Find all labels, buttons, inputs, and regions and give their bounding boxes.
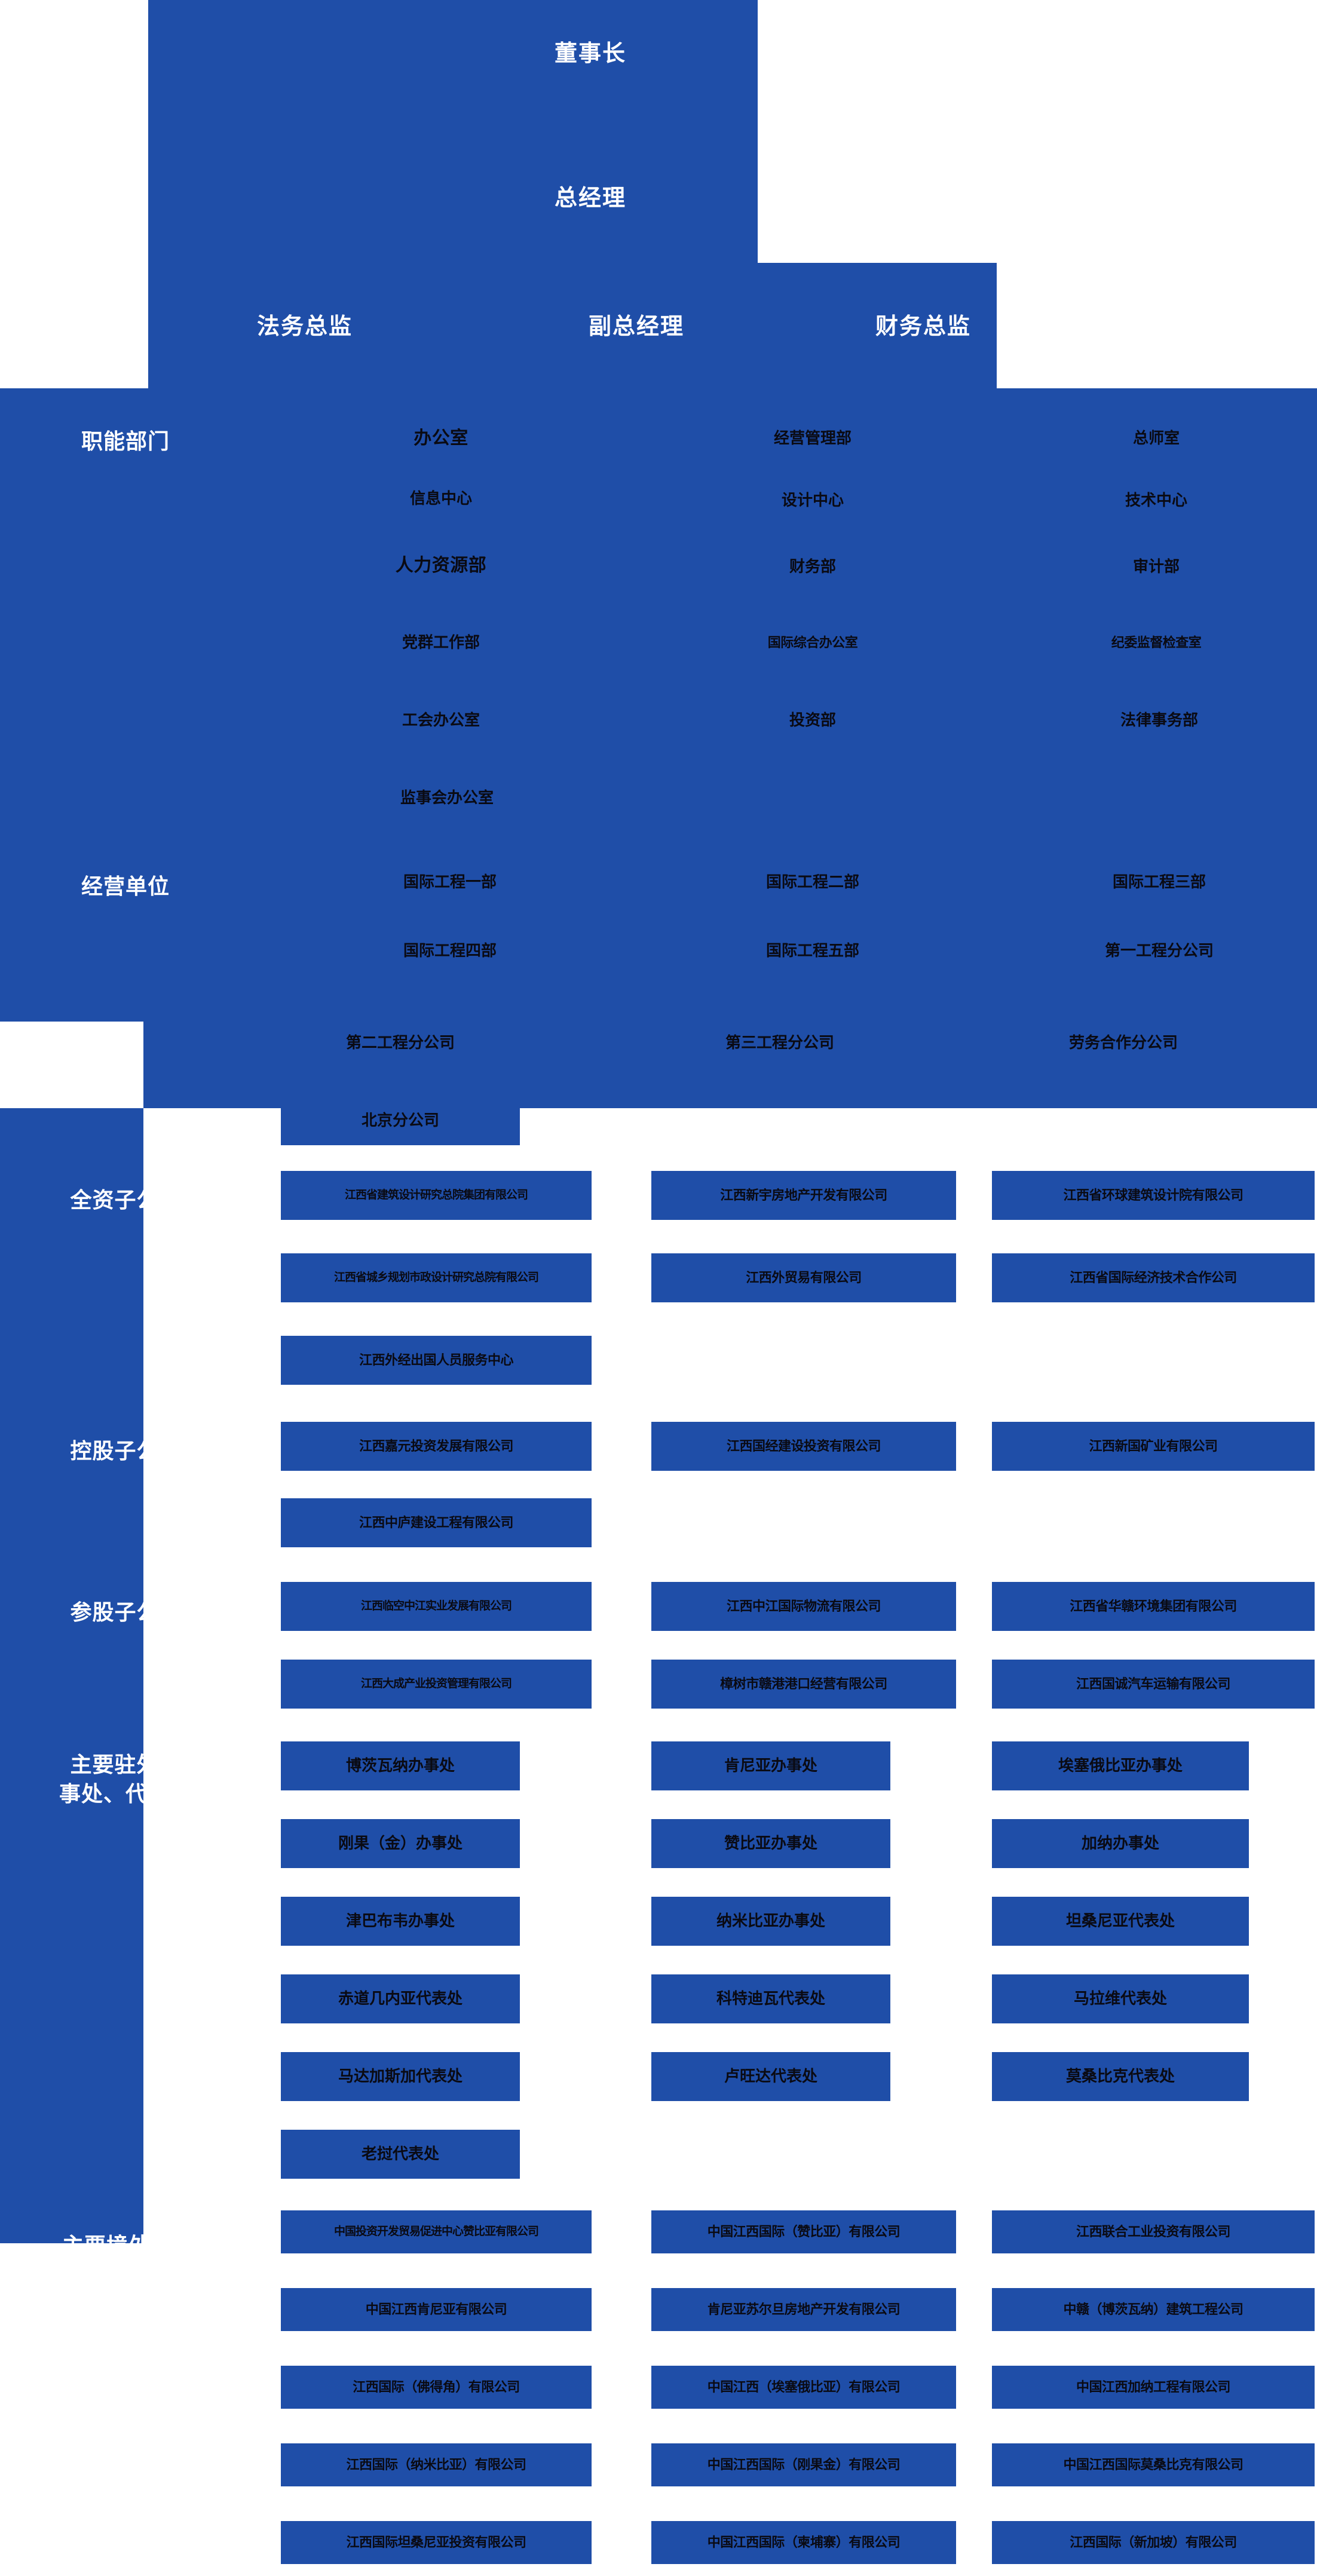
node-overseas-c2-r4[interactable]: 中国江西国际（刚果金）有限公司 [651, 2443, 956, 2486]
plate-main [0, 388, 1317, 1022]
node-business-c1-r1[interactable]: 国际工程一部 [363, 869, 537, 896]
node-office-c1-r2[interactable]: 刚果（金）办事处 [281, 1819, 520, 1868]
node-business-c3-r2[interactable]: 第一工程分公司 [1070, 938, 1249, 964]
node-overseas-c1-r1[interactable]: 中国投资开发贸易促进中心赞比亚有限公司 [281, 2210, 592, 2253]
node-functional-c3-r1[interactable]: 总师室 [1070, 425, 1243, 452]
category-label-overseas-enterprises: 主要境外企业 [62, 2233, 195, 2258]
exec-general-manager: 总经理 [554, 186, 626, 211]
node-overseas-c2-r5[interactable]: 中国江西国际（柬埔寨）有限公司 [651, 2521, 956, 2564]
node-functional-c3-r3[interactable]: 审计部 [1070, 554, 1243, 579]
node-overseas-c3-r4[interactable]: 中国江西国际莫桑比克有限公司 [992, 2443, 1315, 2486]
node-office-c2-r2[interactable]: 赞比亚办事处 [651, 1819, 890, 1868]
node-overseas-c3-r2[interactable]: 中赣（博茨瓦纳）建筑工程公司 [992, 2288, 1315, 2331]
node-office-c1-r3[interactable]: 津巴布韦办事处 [281, 1897, 520, 1946]
category-label-controlled: 控股子公司 [70, 1439, 181, 1463]
exec-chairman: 董事长 [554, 41, 626, 66]
node-affiliated-c1-r2[interactable]: 江西大成产业投资管理有限公司 [281, 1660, 592, 1709]
category-label-functional-departments: 职能部门 [81, 429, 170, 453]
node-functional-c2-r4[interactable]: 国际综合办公室 [714, 630, 911, 655]
category-label-business-units: 经营单位 [81, 874, 170, 898]
exec-legal-director: 法务总监 [256, 314, 353, 339]
node-affiliated-c2-r1[interactable]: 江西中江国际物流有限公司 [651, 1582, 956, 1631]
node-overseas-c3-r3[interactable]: 中国江西加纳工程有限公司 [992, 2366, 1315, 2409]
plate-gm [148, 263, 997, 388]
node-overseas-c1-r2[interactable]: 中国江西肯尼亚有限公司 [281, 2288, 592, 2331]
node-office-c1-r1[interactable]: 博茨瓦纳办事处 [281, 1741, 520, 1790]
node-functional-c3-r4[interactable]: 纪委监督检查室 [1058, 630, 1255, 655]
node-office-c2-r5[interactable]: 卢旺达代表处 [651, 2052, 890, 2101]
node-office-c3-r2[interactable]: 加纳办事处 [992, 1819, 1249, 1868]
node-overseas-c3-r5[interactable]: 江西国际（新加坡）有限公司 [992, 2521, 1315, 2564]
node-wholly-c1-r3[interactable]: 江西外经出国人员服务中心 [281, 1336, 592, 1385]
node-business-c2-r2[interactable]: 国际工程五部 [726, 938, 899, 964]
node-office-c2-r3[interactable]: 纳米比亚办事处 [651, 1897, 890, 1946]
node-business-c3-r3[interactable]: 劳务合作分公司 [992, 1019, 1255, 1068]
node-functional-c3-r2[interactable]: 技术中心 [1070, 489, 1243, 513]
exec-finance-director: 财务总监 [875, 314, 971, 339]
node-overseas-c1-r5[interactable]: 江西国际坦桑尼亚投资有限公司 [281, 2521, 592, 2564]
node-business-c1-r3[interactable]: 第二工程分公司 [281, 1019, 520, 1068]
node-overseas-c1-r3[interactable]: 江西国际（佛得角）有限公司 [281, 2366, 592, 2409]
node-business-c2-r3[interactable]: 第三工程分公司 [654, 1019, 905, 1068]
node-wholly-c3-r1[interactable]: 江西省环球建筑设计院有限公司 [992, 1171, 1315, 1220]
node-office-c3-r3[interactable]: 坦桑尼亚代表处 [992, 1897, 1249, 1946]
category-label-overseas-offices: 主要驻外办 事处、代表处 [59, 1752, 192, 1806]
node-office-c1-r6[interactable]: 老挝代表处 [281, 2130, 520, 2179]
node-overseas-c2-r2[interactable]: 肯尼亚苏尔旦房地产开发有限公司 [651, 2288, 956, 2331]
node-controlled-c3-r1[interactable]: 江西新国矿业有限公司 [992, 1422, 1315, 1471]
node-functional-c1-r1[interactable]: 办公室 [363, 425, 519, 452]
category-label-wholly-owned: 全资子公司 [70, 1188, 181, 1212]
node-functional-c1-r4[interactable]: 党群工作部 [363, 630, 519, 655]
plate-chairman [148, 0, 758, 263]
node-functional-c2-r1[interactable]: 经营管理部 [726, 425, 899, 452]
node-office-c1-r4[interactable]: 赤道几内亚代表处 [281, 1974, 520, 2023]
node-wholly-c2-r2[interactable]: 江西外贸易有限公司 [651, 1253, 956, 1302]
node-controlled-c1-r1[interactable]: 江西嘉元投资发展有限公司 [281, 1422, 592, 1471]
node-functional-c1-r5[interactable]: 工会办公室 [363, 708, 519, 733]
node-wholly-c2-r1[interactable]: 江西新宇房地产开发有限公司 [651, 1171, 956, 1220]
node-functional-c2-r3[interactable]: 财务部 [726, 554, 899, 579]
exec-deputy-gm: 副总经理 [588, 314, 684, 339]
node-office-c3-r4[interactable]: 马拉维代表处 [992, 1974, 1249, 2023]
node-affiliated-c3-r1[interactable]: 江西省华赣环境集团有限公司 [992, 1582, 1315, 1631]
node-business-c1-r4[interactable]: 北京分公司 [281, 1096, 520, 1145]
node-overseas-c3-r1[interactable]: 江西联合工业投资有限公司 [992, 2210, 1315, 2253]
node-office-c2-r1[interactable]: 肯尼亚办事处 [651, 1741, 890, 1790]
node-business-c2-r1[interactable]: 国际工程二部 [726, 869, 899, 896]
node-functional-c3-r5[interactable]: 法律事务部 [1070, 708, 1249, 733]
node-functional-c1-r6[interactable]: 监事会办公室 [363, 786, 531, 811]
node-affiliated-c1-r1[interactable]: 江西临空中江实业发展有限公司 [281, 1582, 592, 1631]
node-wholly-c1-r1[interactable]: 江西省建筑设计研究总院集团有限公司 [281, 1171, 592, 1220]
plate-left-rail [0, 1108, 143, 2243]
node-functional-c1-r3[interactable]: 人力资源部 [363, 553, 519, 579]
node-overseas-c2-r1[interactable]: 中国江西国际（赞比亚）有限公司 [651, 2210, 956, 2253]
node-functional-c1-r2[interactable]: 信息中心 [363, 487, 519, 511]
node-office-c2-r4[interactable]: 科特迪瓦代表处 [651, 1974, 890, 2023]
category-label-affiliated: 参股子公司 [70, 1600, 181, 1624]
node-wholly-c3-r2[interactable]: 江西省国际经济技术合作公司 [992, 1253, 1315, 1302]
node-controlled-c1-r2[interactable]: 江西中庐建设工程有限公司 [281, 1498, 592, 1547]
node-overseas-c2-r3[interactable]: 中国江西（埃塞俄比亚）有限公司 [651, 2366, 956, 2409]
node-controlled-c2-r1[interactable]: 江西国经建设投资有限公司 [651, 1422, 956, 1471]
node-office-c3-r5[interactable]: 莫桑比克代表处 [992, 2052, 1249, 2101]
node-affiliated-c3-r2[interactable]: 江西国诚汽车运输有限公司 [992, 1660, 1315, 1709]
node-affiliated-c2-r2[interactable]: 樟树市赣港港口经营有限公司 [651, 1660, 956, 1709]
node-business-c1-r2[interactable]: 国际工程四部 [363, 938, 537, 964]
node-office-c1-r5[interactable]: 马达加斯加代表处 [281, 2052, 520, 2101]
node-overseas-c1-r4[interactable]: 江西国际（纳米比亚）有限公司 [281, 2443, 592, 2486]
node-wholly-c1-r2[interactable]: 江西省城乡规划市政设计研究总院有限公司 [281, 1253, 592, 1302]
node-functional-c2-r5[interactable]: 投资部 [726, 708, 899, 733]
node-business-c3-r1[interactable]: 国际工程三部 [1070, 869, 1249, 896]
node-office-c3-r1[interactable]: 埃塞俄比亚办事处 [992, 1741, 1249, 1790]
node-functional-c2-r2[interactable]: 设计中心 [726, 489, 899, 513]
